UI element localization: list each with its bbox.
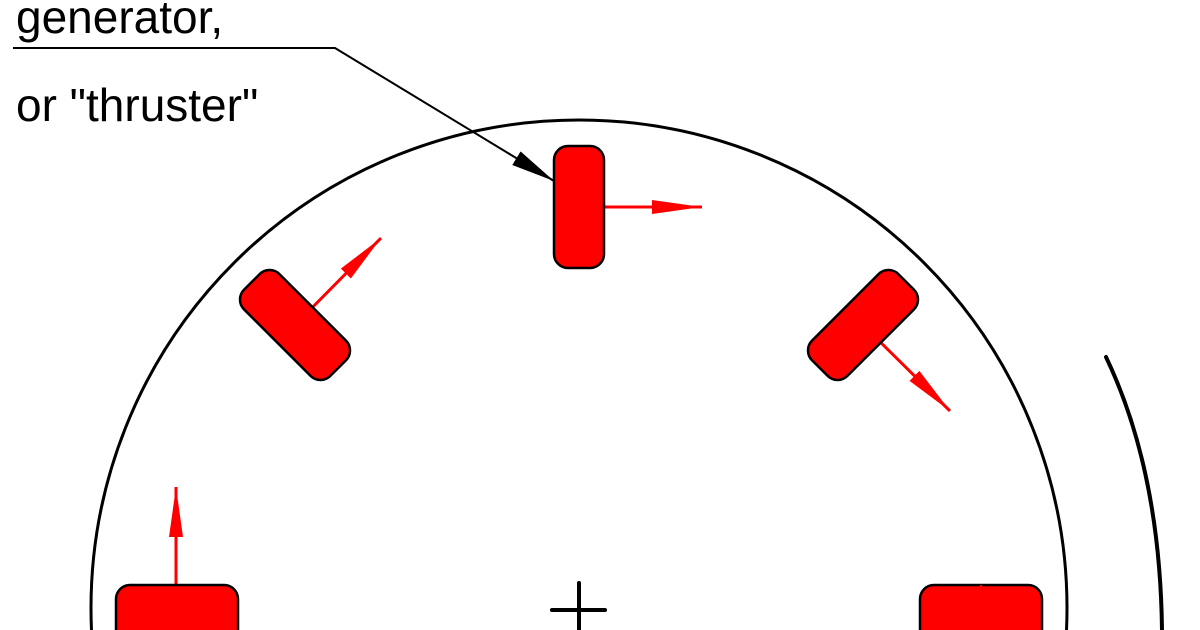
outer-arc [1104,355,1164,630]
center-cross-icon [550,581,607,630]
thruster-left-bottom [114,487,240,630]
thruster-upper-right [806,268,952,413]
thruster-top [552,144,702,270]
thruster-upper-left [238,236,383,382]
label-generator: generator, [16,0,224,43]
rotor-circle [89,118,1069,630]
label-leader-line [13,47,555,182]
label-thruster: or "thruster" [16,79,259,131]
thruster-right-bottom [918,583,1044,630]
